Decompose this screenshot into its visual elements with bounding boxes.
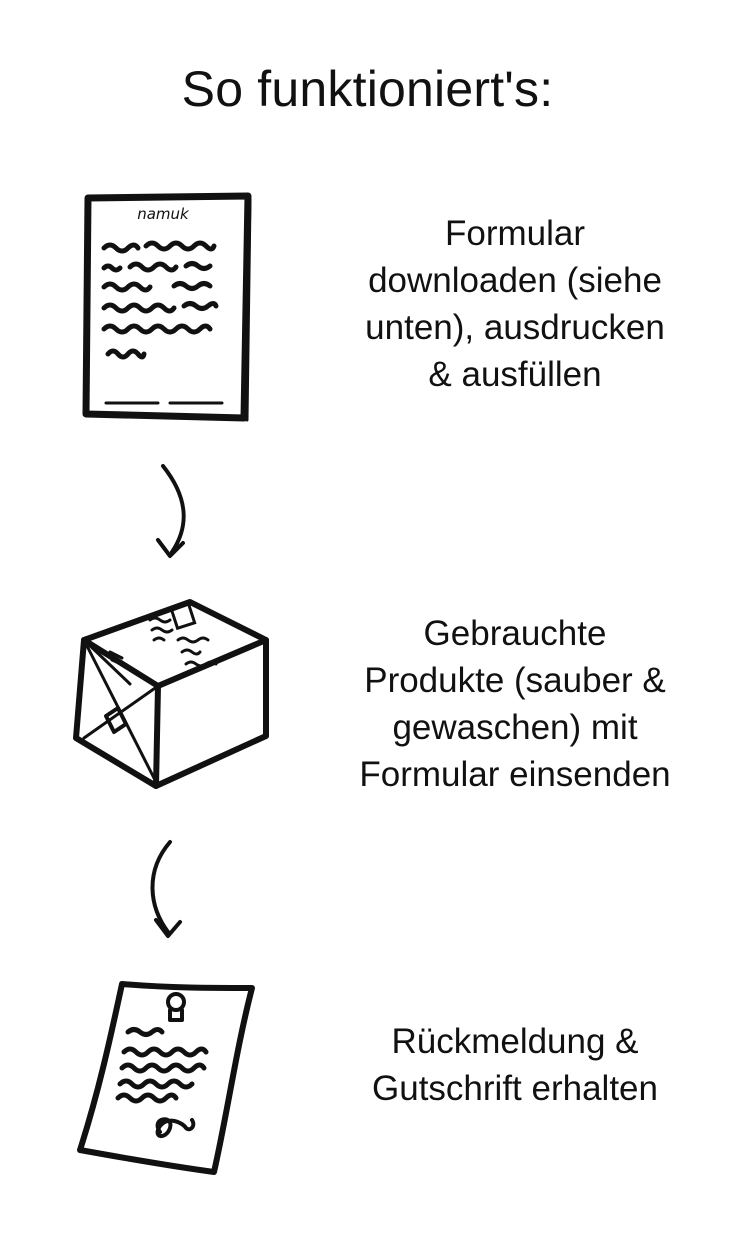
- step-3-text: Rückmeldung & Gutschrift erhalten: [335, 1018, 695, 1112]
- page-title: So funktioniert's:: [181, 61, 554, 117]
- step-3-line: Gutschrift erhalten: [372, 1069, 658, 1108]
- step-2-line: Produkte (sauber &: [364, 661, 666, 700]
- package-box-icon: [73, 599, 269, 789]
- step-1-line: & ausfüllen: [428, 355, 602, 394]
- step-3-line: Rückmeldung &: [391, 1022, 639, 1061]
- step-2-line: gewaschen) mit: [392, 708, 638, 747]
- step-1-line: Formular: [444, 214, 586, 253]
- form-document-icon: namuk: [82, 192, 252, 422]
- step-2-line: Formular einsenden: [359, 755, 671, 794]
- step-1-line: unten), ausdrucken: [365, 308, 665, 347]
- credit-note-letter-icon: [77, 981, 255, 1175]
- form-header-text: namuk: [137, 205, 190, 223]
- step-1-text: Formular downloaden (siehe unten), ausdr…: [335, 210, 695, 398]
- step-2-line: Gebrauchte: [423, 614, 607, 653]
- arrow-down-icon: [150, 840, 182, 938]
- step-1-line: downloaden (siehe: [368, 261, 662, 300]
- arrow-down-icon: [156, 464, 186, 558]
- step-2-text: Gebrauchte Produkte (sauber & gewaschen)…: [335, 610, 695, 798]
